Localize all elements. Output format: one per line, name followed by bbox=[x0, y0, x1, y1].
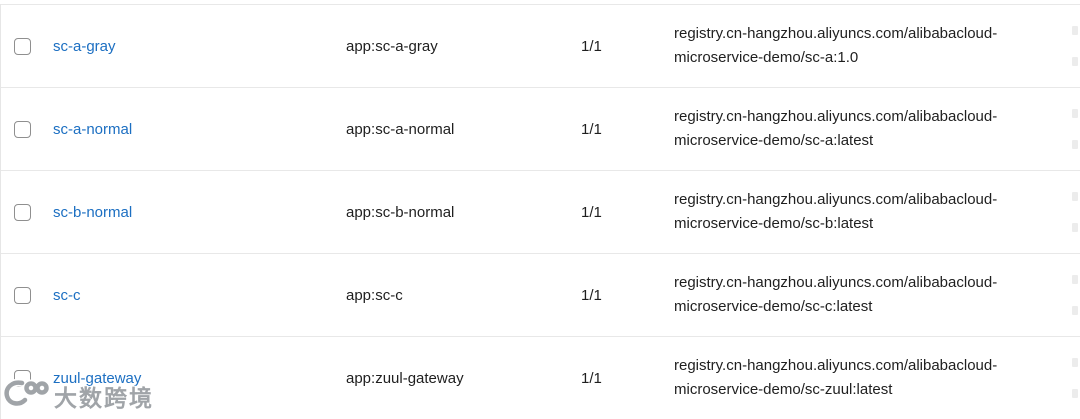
row-checkbox[interactable] bbox=[14, 369, 31, 387]
image-path-line: microservice-demo/sc-zuul:latest bbox=[674, 381, 893, 398]
pod-label: app:sc-a-normal bbox=[346, 120, 455, 138]
deployment-name-link[interactable]: zuul-gateway bbox=[53, 369, 142, 387]
replicas-count: 1/1 bbox=[581, 120, 602, 138]
checkbox-cell bbox=[1, 37, 53, 55]
image-cell: registry.cn-hangzhou.aliyuncs.com/alibab… bbox=[674, 22, 1080, 70]
clipped-next-column-fragment bbox=[1072, 192, 1079, 232]
name-cell: sc-b-normal bbox=[53, 204, 346, 221]
name-cell: zuul-gateway bbox=[53, 370, 346, 387]
image-path-line: microservice-demo/sc-b:latest bbox=[674, 215, 874, 232]
row-checkbox[interactable] bbox=[14, 203, 31, 221]
image-path-line: registry.cn-hangzhou.aliyuncs.com/alibab… bbox=[674, 191, 998, 208]
label-cell: app:sc-a-normal bbox=[346, 121, 581, 138]
replicas-cell: 1/1 bbox=[581, 121, 674, 138]
label-cell: app:sc-b-normal bbox=[346, 204, 581, 221]
image-cell: registry.cn-hangzhou.aliyuncs.com/alibab… bbox=[674, 354, 1080, 402]
row-checkbox[interactable] bbox=[14, 120, 31, 138]
replicas-cell: 1/1 bbox=[581, 204, 674, 221]
clipped-next-column-fragment bbox=[1072, 26, 1079, 66]
replicas-count: 1/1 bbox=[581, 37, 602, 55]
image-path-line: registry.cn-hangzhou.aliyuncs.com/alibab… bbox=[674, 108, 998, 125]
deployment-name-link[interactable]: sc-a-gray bbox=[53, 37, 116, 55]
deployment-name-link[interactable]: sc-a-normal bbox=[53, 120, 133, 138]
clipped-next-column-fragment bbox=[1072, 109, 1079, 149]
label-cell: app:zuul-gateway bbox=[346, 370, 581, 387]
image-path-line: registry.cn-hangzhou.aliyuncs.com/alibab… bbox=[674, 357, 998, 374]
checkbox-cell bbox=[1, 369, 53, 387]
deployment-name-link[interactable]: sc-b-normal bbox=[53, 203, 133, 221]
checkbox-cell bbox=[1, 203, 53, 221]
image-path-line: registry.cn-hangzhou.aliyuncs.com/alibab… bbox=[674, 274, 998, 291]
image-path-line: microservice-demo/sc-a:1.0 bbox=[674, 49, 859, 66]
deployment-name-link[interactable]: sc-c bbox=[53, 286, 81, 304]
replicas-count: 1/1 bbox=[581, 286, 602, 304]
pod-label: app:sc-a-gray bbox=[346, 37, 438, 55]
pod-label: app:sc-c bbox=[346, 286, 403, 304]
table-row: sc-c app:sc-c 1/1 registry.cn-hangzhou.a… bbox=[1, 253, 1080, 336]
label-cell: app:sc-a-gray bbox=[346, 38, 581, 55]
clipped-next-column-fragment bbox=[1072, 275, 1079, 315]
replicas-count: 1/1 bbox=[581, 203, 602, 221]
replicas-cell: 1/1 bbox=[581, 370, 674, 387]
replicas-count: 1/1 bbox=[581, 369, 602, 387]
table-row: sc-a-normal app:sc-a-normal 1/1 registry… bbox=[1, 87, 1080, 170]
row-checkbox[interactable] bbox=[14, 37, 31, 55]
name-cell: sc-c bbox=[53, 287, 346, 304]
pod-label: app:sc-b-normal bbox=[346, 203, 455, 221]
clipped-next-column-fragment bbox=[1072, 358, 1079, 398]
checkbox-cell bbox=[1, 286, 53, 304]
image-cell: registry.cn-hangzhou.aliyuncs.com/alibab… bbox=[674, 188, 1080, 236]
replicas-cell: 1/1 bbox=[581, 287, 674, 304]
image-cell: registry.cn-hangzhou.aliyuncs.com/alibab… bbox=[674, 271, 1080, 319]
pod-label: app:zuul-gateway bbox=[346, 369, 464, 387]
name-cell: sc-a-normal bbox=[53, 121, 346, 138]
name-cell: sc-a-gray bbox=[53, 38, 346, 55]
label-cell: app:sc-c bbox=[346, 287, 581, 304]
table-row: zuul-gateway app:zuul-gateway 1/1 regist… bbox=[1, 336, 1080, 419]
table-row: sc-b-normal app:sc-b-normal 1/1 registry… bbox=[1, 170, 1080, 253]
table-row: sc-a-gray app:sc-a-gray 1/1 registry.cn-… bbox=[1, 4, 1080, 87]
image-path-line: microservice-demo/sc-a:latest bbox=[674, 132, 874, 149]
image-path-line: microservice-demo/sc-c:latest bbox=[674, 298, 873, 315]
row-checkbox[interactable] bbox=[14, 286, 31, 304]
image-cell: registry.cn-hangzhou.aliyuncs.com/alibab… bbox=[674, 105, 1080, 153]
image-path-line: registry.cn-hangzhou.aliyuncs.com/alibab… bbox=[674, 25, 998, 42]
deployments-table: sc-a-gray app:sc-a-gray 1/1 registry.cn-… bbox=[0, 4, 1080, 419]
replicas-cell: 1/1 bbox=[581, 38, 674, 55]
checkbox-cell bbox=[1, 120, 53, 138]
